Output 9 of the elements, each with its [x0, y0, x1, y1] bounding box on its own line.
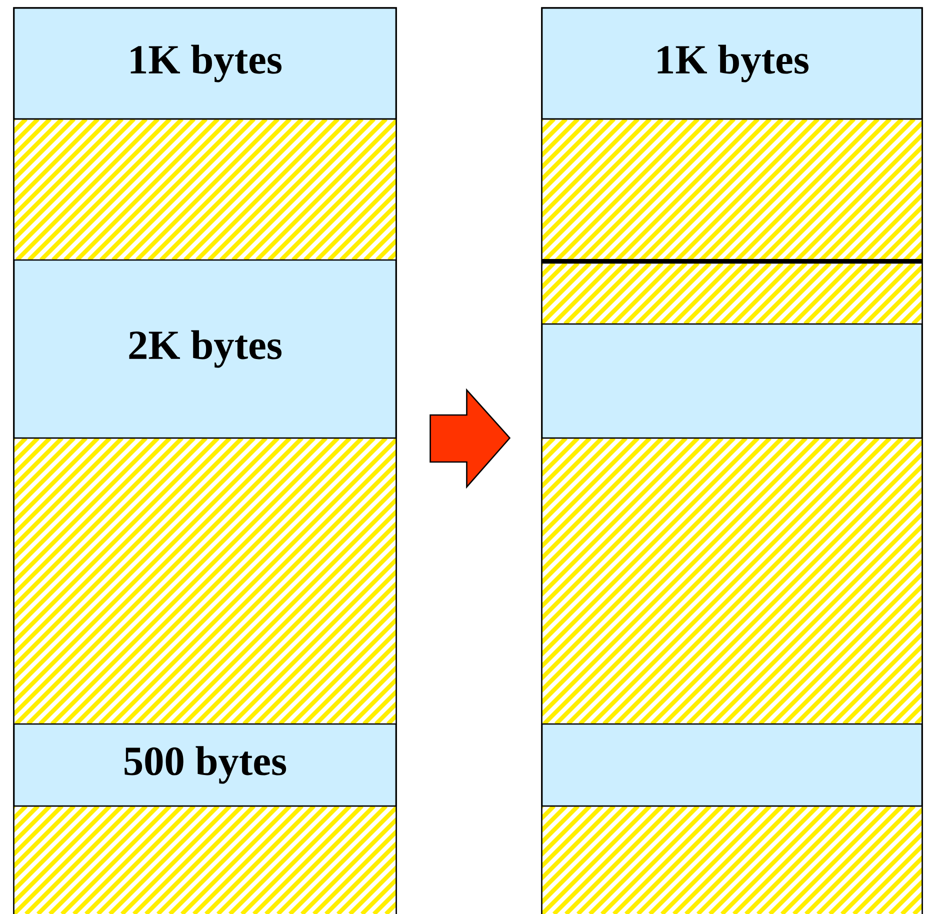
memory-column [13, 7, 397, 914]
memory-column [541, 7, 923, 914]
block-arrow [430, 388, 511, 489]
memory-block: 500 bytes [13, 723, 397, 807]
empty-block [541, 723, 923, 807]
empty-block [541, 323, 923, 439]
memory-block: 2K bytes [13, 259, 397, 439]
memory-block: 1K bytes [541, 7, 923, 120]
memory-block: 1K bytes [13, 7, 397, 120]
